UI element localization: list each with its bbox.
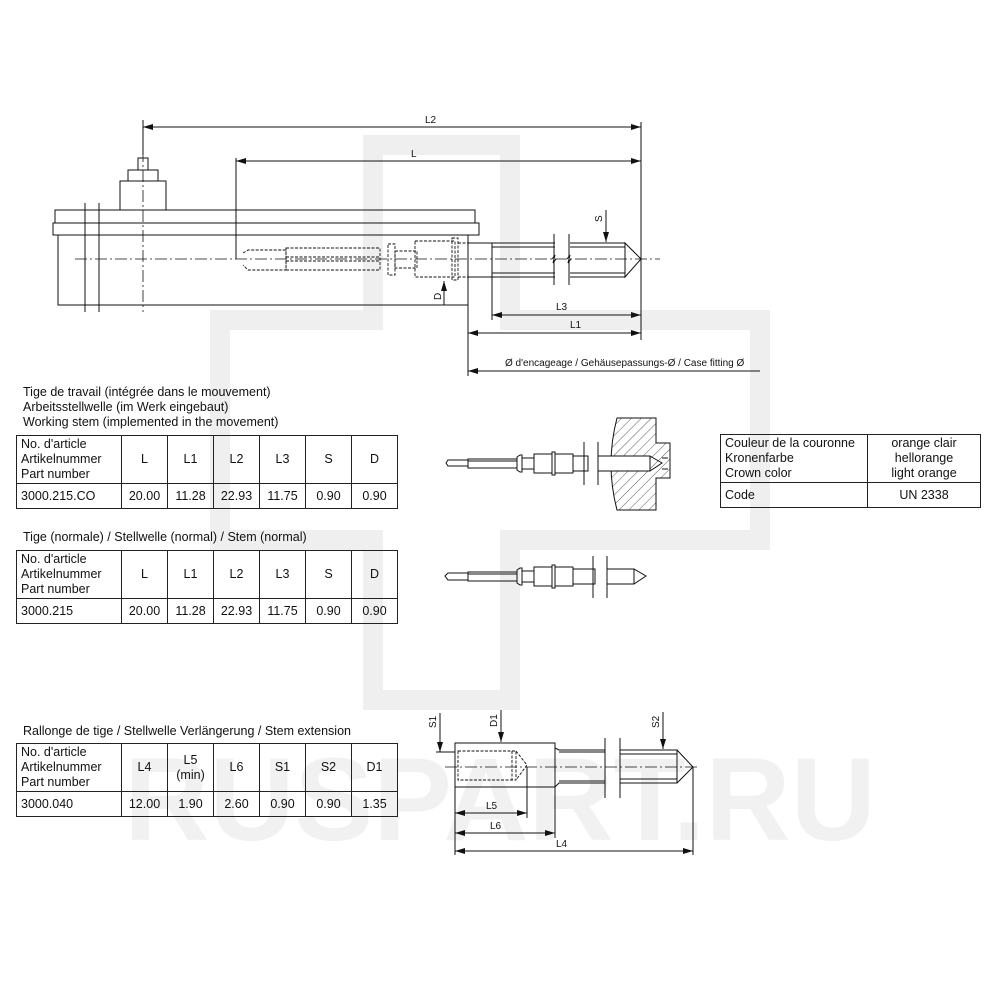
cell-value: 11.75 xyxy=(259,598,306,624)
crown-color-value: orange clair hellorange light orange xyxy=(867,434,981,483)
part-number: 3000.215 xyxy=(16,598,122,624)
title-line-de: Arbeitsstellwelle (im Werk eingebaut) xyxy=(23,400,229,414)
column-header: S2 xyxy=(305,743,352,792)
cell-value: 0.90 xyxy=(305,791,352,817)
dim-label-d: D xyxy=(433,293,444,300)
header-line: No. d'article xyxy=(21,745,87,759)
cell-value: 2.60 xyxy=(213,791,260,817)
part-number: 3000.040 xyxy=(16,791,122,817)
movement-assembly-view xyxy=(52,120,760,376)
cell-value: 12.00 xyxy=(121,791,168,817)
stem-extension-title: Rallonge de tige / Stellwelle Verlängeru… xyxy=(23,724,351,738)
label-line: Crown color xyxy=(725,466,792,480)
normal-stem-table: No. d'article Artikelnummer Part number … xyxy=(16,550,398,624)
dim-label-l1: L1 xyxy=(570,320,582,331)
crown-color-table: Couleur de la couronne Kronenfarbe Crown… xyxy=(720,434,981,508)
column-header: S xyxy=(305,435,352,484)
column-header: L2 xyxy=(213,435,260,484)
column-header: D xyxy=(351,435,398,484)
cell-value: 11.75 xyxy=(259,483,306,509)
column-header: L6 xyxy=(213,743,260,792)
header-line: No. d'article xyxy=(21,437,87,451)
working-stem-title: Tige de travail (intégrée dans le mouvem… xyxy=(23,385,278,430)
case-fitting-label: Ø d'encageage / Gehäusepassungs-Ø / Case… xyxy=(505,358,744,369)
column-header: L xyxy=(121,550,168,599)
column-header: D xyxy=(351,550,398,599)
header-line: Artikelnummer xyxy=(21,452,102,466)
value-line: orange clair xyxy=(891,436,957,450)
cell-value: 11.28 xyxy=(167,483,214,509)
part-number-header: No. d'article Artikelnummer Part number xyxy=(16,743,122,792)
column-header: S1 xyxy=(259,743,306,792)
dim-label-l4: L4 xyxy=(556,839,568,850)
column-header: L4 xyxy=(121,743,168,792)
column-header: L xyxy=(121,435,168,484)
table-header-row: No. d'article Artikelnummer Part number … xyxy=(16,435,398,484)
column-header: L1 xyxy=(167,435,214,484)
table-header-row: No. d'article Artikelnummer Part number … xyxy=(16,550,398,599)
cell-value: 0.90 xyxy=(351,483,398,509)
dim-label-l2: L2 xyxy=(425,115,437,126)
cell-value: 20.00 xyxy=(121,598,168,624)
stem-extension-drawing xyxy=(436,710,700,855)
column-header: D1 xyxy=(351,743,398,792)
working-stem-table: No. d'article Artikelnummer Part number … xyxy=(16,435,398,509)
cell-value: 1.90 xyxy=(167,791,214,817)
label-line: Couleur de la couronne xyxy=(725,436,855,450)
column-header: S xyxy=(305,550,352,599)
cell-value: 0.90 xyxy=(351,598,398,624)
cell-value: 20.00 xyxy=(121,483,168,509)
crown-code-row: Code UN 2338 xyxy=(720,482,981,508)
column-header-main: L5 xyxy=(183,752,198,767)
cell-value: 0.90 xyxy=(305,598,352,624)
code-value: UN 2338 xyxy=(867,482,981,508)
normal-stem-title: Tige (normale) / Stellwelle (normal) / S… xyxy=(23,530,307,544)
cell-value: 0.90 xyxy=(305,483,352,509)
value-line: light orange xyxy=(891,466,957,480)
cell-value: 22.93 xyxy=(213,598,260,624)
cell-value: 1.35 xyxy=(351,791,398,817)
cell-value: 22.93 xyxy=(213,483,260,509)
table-header-row: No. d'article Artikelnummer Part number … xyxy=(16,743,398,792)
table-row: 3000.215.CO 20.00 11.28 22.93 11.75 0.90… xyxy=(16,483,398,509)
header-line: Part number xyxy=(21,582,90,596)
header-line: No. d'article xyxy=(21,552,87,566)
label-line: Kronenfarbe xyxy=(725,451,794,465)
header-line: Artikelnummer xyxy=(21,760,102,774)
part-number-header: No. d'article Artikelnummer Part number xyxy=(16,435,122,484)
column-header: L3 xyxy=(259,435,306,484)
column-header: L5 (min) xyxy=(167,743,214,792)
cell-value: 11.28 xyxy=(167,598,214,624)
title-line-en: Working stem (implemented in the movemen… xyxy=(23,415,279,429)
header-line: Part number xyxy=(21,775,90,789)
dim-label-l: L xyxy=(411,149,417,160)
column-header: L1 xyxy=(167,550,214,599)
cell-value: 0.90 xyxy=(259,791,306,817)
column-header-sub: (min) xyxy=(176,767,205,782)
column-header: L3 xyxy=(259,550,306,599)
dim-label-l5: L5 xyxy=(486,801,498,812)
header-line: Artikelnummer xyxy=(21,567,102,581)
code-label: Code xyxy=(720,482,868,508)
part-number-header: No. d'article Artikelnummer Part number xyxy=(16,550,122,599)
normal-stem-drawing xyxy=(444,556,647,598)
dim-label-d1: D1 xyxy=(489,714,500,727)
crown-color-label: Couleur de la couronne Kronenfarbe Crown… xyxy=(720,434,868,483)
dim-label-l6: L6 xyxy=(490,821,502,832)
column-header: L2 xyxy=(213,550,260,599)
working-stem-drawing xyxy=(445,417,671,511)
table-row: 3000.215 20.00 11.28 22.93 11.75 0.90 0.… xyxy=(16,598,398,624)
dim-label-l3: L3 xyxy=(556,302,568,313)
title-line-fr: Tige de travail (intégrée dans le mouvem… xyxy=(23,385,271,399)
crown-color-row: Couleur de la couronne Kronenfarbe Crown… xyxy=(720,434,981,483)
stem-extension-table: No. d'article Artikelnummer Part number … xyxy=(16,743,398,817)
dim-label-s: S xyxy=(594,215,605,222)
value-line: hellorange xyxy=(894,451,954,465)
dim-label-s1: S1 xyxy=(428,715,439,728)
dim-label-s2: S2 xyxy=(651,715,662,728)
part-number: 3000.215.CO xyxy=(16,483,122,509)
table-row: 3000.040 12.00 1.90 2.60 0.90 0.90 1.35 xyxy=(16,791,398,817)
header-line: Part number xyxy=(21,467,90,481)
